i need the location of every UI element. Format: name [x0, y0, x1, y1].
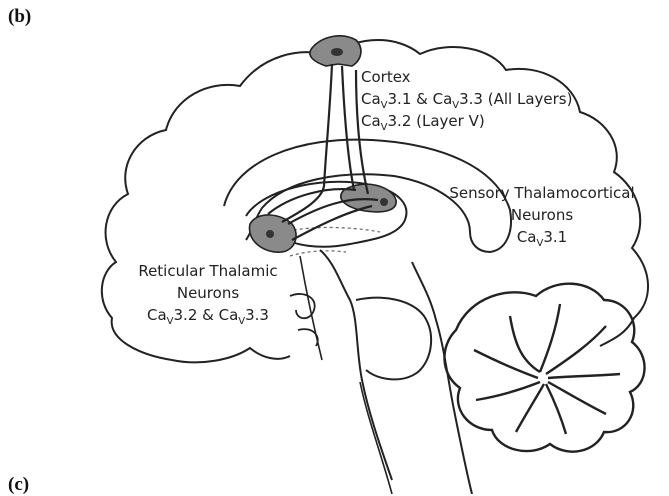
label-text: Ca [361, 112, 381, 130]
label-text: 3.3 (All Layers) [459, 90, 572, 108]
label-sensory-line3: CaV3.1 [517, 228, 567, 249]
label-reticular-line2: Neurons [177, 284, 239, 302]
label-text: 3.1 [543, 228, 567, 246]
label-cortex-line2: CaV3.2 (Layer V) [361, 112, 485, 133]
temporal-lobe-edge [172, 348, 290, 362]
label-cortex: Cortex CaV3.1 & CaV3.3 (All Layers) CaV3… [361, 68, 572, 133]
brainstem [320, 250, 472, 494]
cerebellum [444, 284, 644, 452]
label-reticular: Reticular Thalamic Neurons CaV3.2 & CaV3… [138, 262, 277, 327]
label-sensory: Sensory Thalamocortical Neurons CaV3.1 [449, 184, 634, 249]
dotted-boundary-2 [290, 251, 346, 256]
label-reticular-line1: Reticular Thalamic [138, 262, 277, 280]
label-text: 3.1 & Ca [388, 90, 453, 108]
label-text: 3.2 (Layer V) [388, 112, 485, 130]
dotted-boundary [282, 228, 380, 233]
label-reticular-line3: CaV3.2 & CaV3.3 [147, 306, 269, 327]
label-cortex-line1: CaV3.1 & CaV3.3 (All Layers) [361, 90, 572, 111]
pituitary [290, 294, 318, 346]
label-text: Ca [517, 228, 537, 246]
label-cortex-title: Cortex [361, 68, 411, 86]
label-text: 3.2 & Ca [174, 306, 239, 324]
pons [356, 298, 431, 380]
label-text: 3.3 [245, 306, 269, 324]
label-text: Ca [147, 306, 167, 324]
label-sensory-line1: Sensory Thalamocortical [449, 184, 634, 202]
label-sensory-line2: Neurons [511, 206, 573, 224]
cortical-neuron [310, 36, 361, 66]
label-text: Ca [361, 90, 381, 108]
reticular-thalamic-nucleus [249, 215, 296, 252]
